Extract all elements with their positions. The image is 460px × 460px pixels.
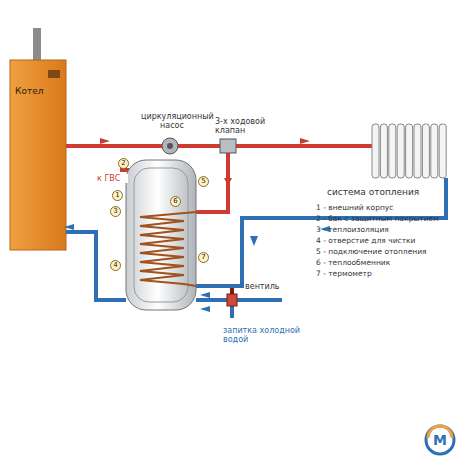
radiator-fin (431, 124, 438, 178)
tank (126, 160, 196, 310)
pump-symbol (162, 138, 178, 154)
radiator-fin (397, 124, 404, 178)
annotation-text: вентиль (244, 282, 296, 291)
heat-exchanger-coil (140, 212, 196, 286)
legend-line: 5 - подключение отопления (316, 248, 456, 257)
radiator-fin (439, 124, 446, 178)
logo-ring (426, 426, 454, 454)
pump-symbol (167, 143, 173, 149)
callout-number: 1 (112, 190, 123, 201)
radiator-fin (406, 124, 413, 178)
callout-number: 3 (110, 206, 121, 217)
boiler-box: Котел (10, 60, 66, 250)
radiator-fin (380, 124, 387, 178)
boiler-panel (48, 70, 60, 78)
radiator (372, 124, 446, 178)
radiator-fin (422, 124, 429, 178)
annotation-text: циркуляционный насос (140, 112, 204, 130)
callout-number: 7 (198, 252, 209, 263)
stop-valve (227, 294, 237, 306)
radiator-fin (372, 124, 379, 178)
stop-valve (230, 288, 234, 294)
watermark: M (431, 431, 449, 449)
chimney (33, 28, 41, 62)
boiler-body (10, 60, 66, 250)
legend-line: 7 - термометр (316, 270, 456, 279)
radiator-fin (389, 124, 396, 178)
callout-number: 5 (198, 176, 209, 187)
annotation-text: к ГВС (96, 174, 128, 183)
boiler-label: Котел (15, 86, 62, 96)
coil-winding (140, 212, 196, 286)
callout-number: 2 (118, 158, 129, 169)
legend-line: 6 - теплообменник (316, 259, 456, 268)
annotation-text: запитка холодной водой (222, 326, 316, 344)
legend-line: 3 - теплоизоляция (316, 226, 456, 235)
radiator-fin (414, 124, 421, 178)
legend-line: 1 - внешний корпус (316, 204, 456, 213)
valve-symbol (220, 139, 236, 153)
flow-arrow (64, 224, 330, 312)
annotation-text: 3-х ходовой клапан (214, 117, 296, 135)
annotation-text: система отопления (326, 187, 438, 197)
callout-number: 4 (110, 260, 121, 271)
legend-line: 4 - отверстие для чистки (316, 237, 456, 246)
supply-pipe (66, 146, 372, 212)
legend-line: 2 - бак с защитным покрытием (316, 215, 456, 224)
callout-number: 6 (170, 196, 181, 207)
